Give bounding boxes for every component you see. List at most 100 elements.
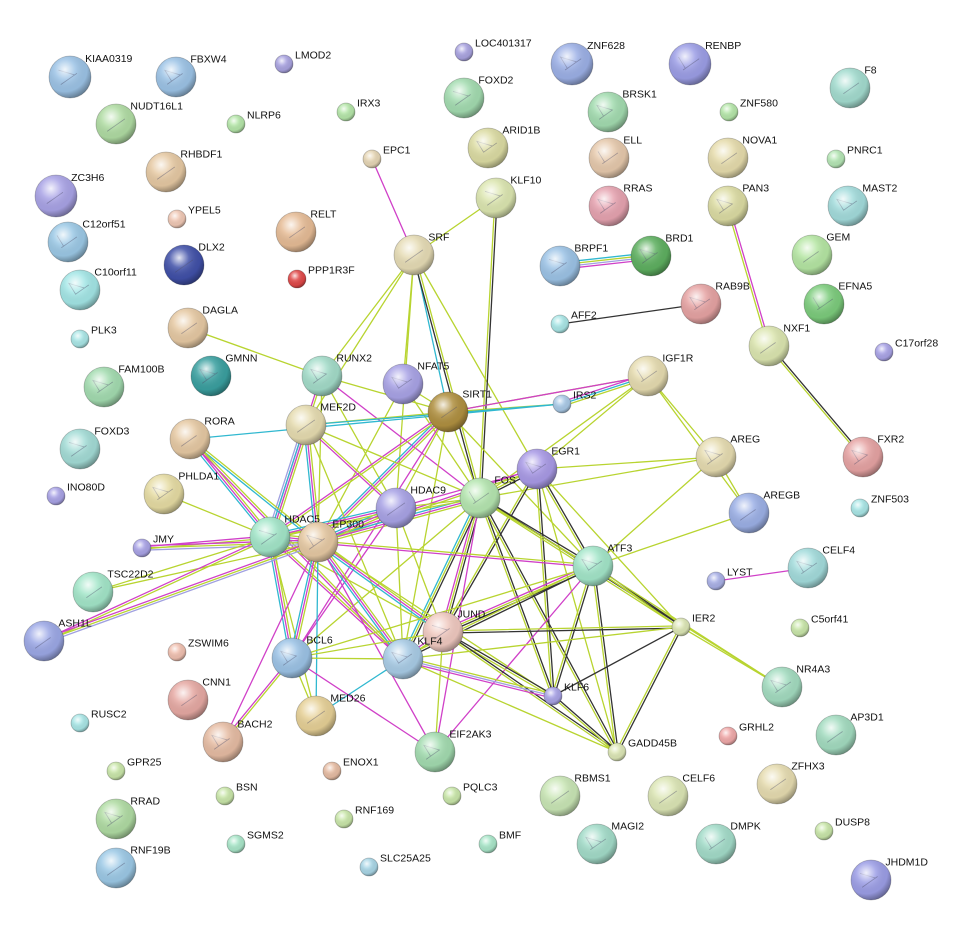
node-C10orf11[interactable]: C10orf11 xyxy=(59,267,137,311)
node-EFNA5[interactable]: EFNA5 xyxy=(803,281,872,325)
node-YPEL5[interactable]: YPEL5 xyxy=(167,205,221,229)
node-LYST[interactable]: LYST xyxy=(706,567,753,591)
node-FOXD3[interactable]: FOXD3 xyxy=(59,426,130,470)
node-RBMS1[interactable]: RBMS1 xyxy=(539,773,611,817)
node-MEF2D[interactable]: MEF2D xyxy=(285,402,356,446)
node-ASH1L[interactable]: ASH1L xyxy=(23,618,92,662)
node-RRAD[interactable]: RRAD xyxy=(95,796,161,840)
node-BRPF1[interactable]: BRPF1 xyxy=(539,243,608,287)
node-GRHL2[interactable]: GRHL2 xyxy=(718,722,774,746)
node-IGF1R[interactable]: IGF1R xyxy=(627,353,694,397)
node-CELF4[interactable]: CELF4 xyxy=(787,545,855,589)
node-C5orf41[interactable]: C5orf41 xyxy=(790,614,849,638)
node-ZNF628[interactable]: ZNF628 xyxy=(550,40,625,86)
node-GMNN[interactable]: GMNN xyxy=(190,353,257,397)
node-MAGI2[interactable]: MAGI2 xyxy=(576,821,644,865)
node-NUDT16L1[interactable]: NUDT16L1 xyxy=(95,101,183,145)
node-EGR1[interactable]: EGR1 xyxy=(516,446,580,490)
node-C17orf28[interactable]: C17orf28 xyxy=(874,338,938,362)
node-NR4A3[interactable]: NR4A3 xyxy=(761,664,830,708)
node-RUNX2[interactable]: RUNX2 xyxy=(301,353,372,397)
node-BCL6[interactable]: BCL6 xyxy=(271,635,333,679)
node-ZSWIM6[interactable]: ZSWIM6 xyxy=(167,638,229,662)
node-AFF2[interactable]: AFF2 xyxy=(550,310,597,334)
node-JHDM1D[interactable]: JHDM1D xyxy=(850,857,928,901)
node-FXR2[interactable]: FXR2 xyxy=(842,434,904,478)
node-BSN[interactable]: BSN xyxy=(215,782,258,806)
node-SLC25A25[interactable]: SLC25A25 xyxy=(359,853,431,877)
node-AREG[interactable]: AREG xyxy=(695,434,760,478)
node-AP3D1[interactable]: AP3D1 xyxy=(815,712,884,756)
node-ZFHX3[interactable]: ZFHX3 xyxy=(756,761,825,805)
node-ZC3H6[interactable]: ZC3H6 xyxy=(34,172,105,218)
node-RAB9B[interactable]: RAB9B xyxy=(680,281,750,325)
node-FOS[interactable]: FOS xyxy=(459,475,516,519)
node-PQLC3[interactable]: PQLC3 xyxy=(442,782,498,806)
node-F8[interactable]: F8 xyxy=(829,65,877,109)
node-RNF169[interactable]: RNF169 xyxy=(334,805,394,829)
node-HDAC9[interactable]: HDAC9 xyxy=(375,485,446,529)
node-NLRP6[interactable]: NLRP6 xyxy=(226,110,281,134)
node-AREGB[interactable]: AREGB xyxy=(728,490,800,534)
node-JUND[interactable]: JUND xyxy=(422,609,486,653)
node-KLF6[interactable]: KLF6 xyxy=(543,682,589,706)
node-DMPK[interactable]: DMPK xyxy=(695,821,761,865)
node-TSC22D2[interactable]: TSC22D2 xyxy=(72,569,154,613)
node-GEM[interactable]: GEM xyxy=(791,232,850,276)
node-EPC1[interactable]: EPC1 xyxy=(362,145,411,169)
node-DAGLA[interactable]: DAGLA xyxy=(167,305,238,349)
node-C12orf51[interactable]: C12orf51 xyxy=(47,219,126,263)
node-SRF[interactable]: SRF xyxy=(393,232,449,276)
node-SIRT1[interactable]: SIRT1 xyxy=(427,389,492,433)
node-NFAT5[interactable]: NFAT5 xyxy=(382,361,449,405)
node-RORA[interactable]: RORA xyxy=(169,416,235,460)
node-KLF10[interactable]: KLF10 xyxy=(475,175,541,219)
node-BACH2[interactable]: BACH2 xyxy=(202,719,273,763)
node-CNN1[interactable]: CNN1 xyxy=(167,677,231,721)
node-MED26[interactable]: MED26 xyxy=(295,693,366,737)
node-PLK3[interactable]: PLK3 xyxy=(70,325,117,349)
node-ZNF580[interactable]: ZNF580 xyxy=(719,98,778,122)
node-ZNF503[interactable]: ZNF503 xyxy=(850,494,909,518)
node-PNRC1[interactable]: PNRC1 xyxy=(826,145,883,169)
node-ATF3[interactable]: ATF3 xyxy=(572,543,632,587)
node-BRSK1[interactable]: BRSK1 xyxy=(587,89,657,133)
node-DLX2[interactable]: DLX2 xyxy=(163,242,225,286)
node-BRD1[interactable]: BRD1 xyxy=(630,233,694,277)
node-INO80D[interactable]: INO80D xyxy=(46,482,105,506)
node-EIF2AK3[interactable]: EIF2AK3 xyxy=(414,729,492,773)
node-BMF[interactable]: BMF xyxy=(478,830,521,854)
node-KIAA0319[interactable]: KIAA0319 xyxy=(48,53,133,99)
node-JMY[interactable]: JMY xyxy=(132,534,174,558)
node-ARID1B[interactable]: ARID1B xyxy=(467,125,540,169)
node-NOVA1[interactable]: NOVA1 xyxy=(707,135,777,179)
node-FAM100B[interactable]: FAM100B xyxy=(83,364,165,408)
node-ELL[interactable]: ELL xyxy=(588,135,642,179)
node-MAST2[interactable]: MAST2 xyxy=(827,183,898,227)
node-GADD45B[interactable]: GADD45B xyxy=(607,738,677,762)
node-CELF6[interactable]: CELF6 xyxy=(647,773,715,817)
node-GPR25[interactable]: GPR25 xyxy=(106,757,162,781)
node-RHBDF1[interactable]: RHBDF1 xyxy=(145,149,223,193)
node-PHLDA1[interactable]: PHLDA1 xyxy=(143,471,219,515)
node-IRS2[interactable]: IRS2 xyxy=(552,390,597,414)
node-RRAS[interactable]: RRAS xyxy=(588,183,653,227)
node-DUSP8[interactable]: DUSP8 xyxy=(814,817,870,841)
node-IRX3[interactable]: IRX3 xyxy=(336,98,381,122)
node-LOC401317[interactable]: LOC401317 xyxy=(454,38,532,62)
node-KLF4[interactable]: KLF4 xyxy=(382,636,443,680)
node-FOXD2[interactable]: FOXD2 xyxy=(443,75,514,119)
node-ENOX1[interactable]: ENOX1 xyxy=(322,757,379,781)
node-LMOD2[interactable]: LMOD2 xyxy=(274,50,331,74)
node-SGMS2[interactable]: SGMS2 xyxy=(226,830,284,854)
node-NXF1[interactable]: NXF1 xyxy=(748,323,810,367)
node-RENBP[interactable]: RENBP xyxy=(668,40,741,86)
node-RELT[interactable]: RELT xyxy=(275,209,337,253)
node-HDAC5[interactable]: HDAC5 xyxy=(249,514,320,558)
node-PPP1R3F[interactable]: PPP1R3F xyxy=(287,265,355,289)
node-RUSC2[interactable]: RUSC2 xyxy=(70,709,127,733)
node-RNF19B[interactable]: RNF19B xyxy=(95,845,171,889)
node-FBXW4[interactable]: FBXW4 xyxy=(155,54,227,98)
node-IER2[interactable]: IER2 xyxy=(671,613,716,637)
node-PAN3[interactable]: PAN3 xyxy=(707,183,769,227)
